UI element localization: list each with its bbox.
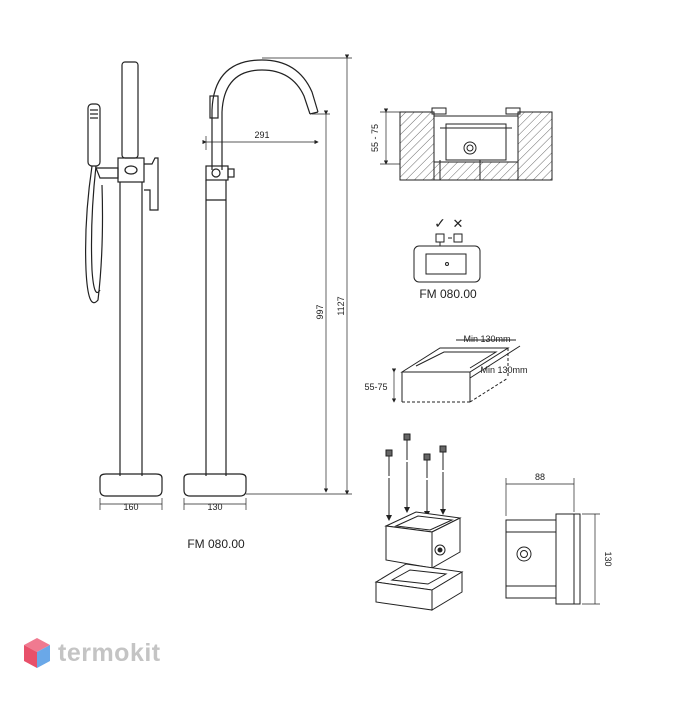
total-height-label: 1127 <box>336 296 346 315</box>
check-icon: ✓ <box>434 215 446 231</box>
recess-section <box>399 107 553 181</box>
faucet-front-view <box>85 61 163 497</box>
shower-holder <box>95 167 119 179</box>
screw-1 <box>385 449 393 476</box>
termokit-cube-icon <box>24 638 50 668</box>
cross-icon: ✕ <box>453 216 464 231</box>
box-width-label: 88 <box>535 472 545 482</box>
side-spout-outer <box>211 59 319 170</box>
box-height-dimension <box>582 513 600 605</box>
spout-height-label: 997 <box>315 304 325 319</box>
recess-depth-label: 55 - 75 <box>370 124 380 152</box>
niche-width-label: Min 130mm <box>463 334 510 344</box>
box-height-label: 130 <box>603 551 613 566</box>
front-base-dimension <box>99 498 163 510</box>
screw-2 <box>403 433 411 460</box>
front-top-pipe <box>121 61 139 159</box>
niche-perspective <box>400 339 521 403</box>
hand-shower <box>87 103 101 167</box>
front-lever <box>144 157 159 211</box>
spout-reach-label: 291 <box>254 130 269 140</box>
model-label: FM 080.00 <box>187 537 245 551</box>
front-mixer-body <box>117 157 145 183</box>
niche-length-label: Min 130mm <box>480 365 527 375</box>
box-width-dimension <box>505 478 575 516</box>
side-shower-holder <box>209 95 219 119</box>
box-side-view <box>505 513 581 605</box>
front-diverter <box>124 165 138 175</box>
side-base-dimension <box>183 498 247 510</box>
niche-depth-label: 55-75 <box>364 382 387 392</box>
side-spout-inner <box>221 69 311 170</box>
side-knob <box>211 168 221 178</box>
screw-4 <box>439 445 447 470</box>
box-model-label: FM 080.00 <box>419 287 477 301</box>
side-base-width-label: 130 <box>207 502 222 512</box>
spout-height-dimension <box>312 110 330 493</box>
brand-logo: termokit <box>22 636 161 670</box>
box-top-view <box>413 233 481 283</box>
recess-depth-dimension <box>380 108 400 165</box>
installation-exploded-view <box>374 433 464 611</box>
side-base <box>183 473 247 497</box>
shower-hose <box>85 165 104 304</box>
spout-reach-dimension <box>202 136 319 150</box>
brand-name: termokit <box>58 638 161 667</box>
faucet-side-view <box>183 59 319 497</box>
side-mixer-body <box>205 165 229 181</box>
total-height-dimension <box>246 54 352 495</box>
front-base-width-label: 160 <box>123 502 138 512</box>
front-base <box>99 473 163 497</box>
screw-3 <box>423 453 431 478</box>
